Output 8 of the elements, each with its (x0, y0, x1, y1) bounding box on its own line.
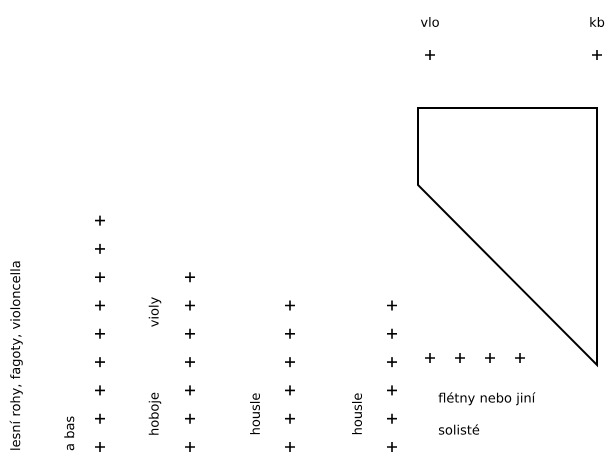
instrument-label: housle (352, 393, 362, 434)
instrument-label: kb (590, 16, 604, 27)
instrument-label: violy (148, 297, 162, 327)
instrument-label: lesní rohy, fagoty, violoncella a bas (10, 261, 74, 450)
instrument-label: hoboje (148, 392, 162, 435)
instrument-label: vlo (420, 16, 439, 27)
instrument-label: housle (250, 393, 260, 434)
instrument-label: flétny nebo jiní solisté (438, 392, 536, 435)
